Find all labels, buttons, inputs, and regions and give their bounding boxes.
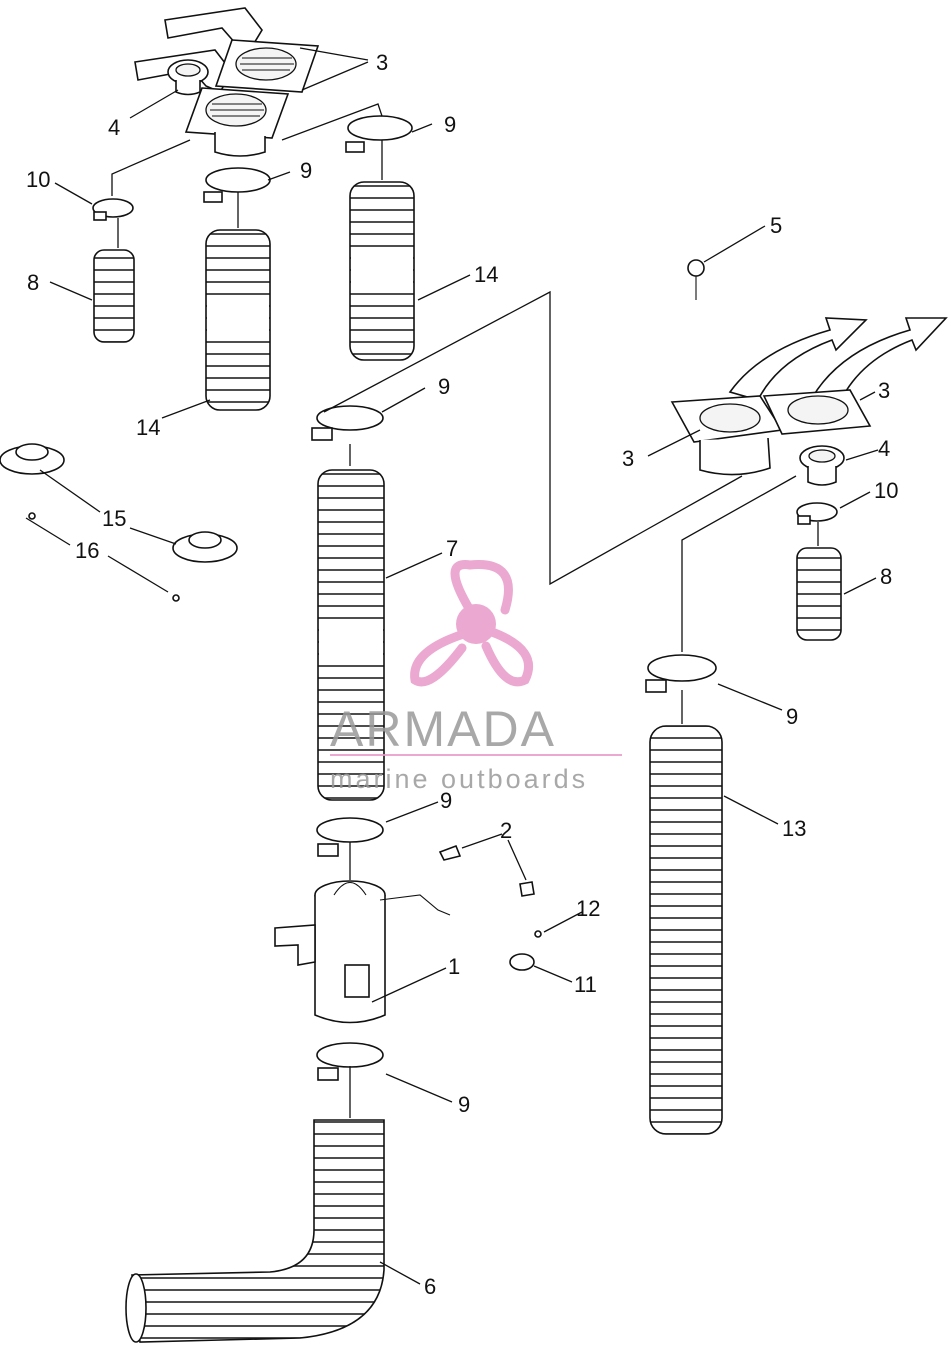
watermark-divider: [330, 754, 622, 756]
top-left-vent-assembly: [92, 7, 415, 411]
watermark-tagline: marine outboards: [330, 764, 588, 794]
center-column-assembly: [125, 405, 542, 1343]
grommet-group: [0, 443, 238, 602]
callout-9-lower: 9: [440, 788, 452, 813]
callout-10-right: 10: [874, 478, 898, 503]
callout-15: 15: [102, 506, 126, 531]
callout-9-bottom: 9: [458, 1092, 470, 1117]
callout-3-right: 3: [878, 378, 890, 403]
callout-labels: 3 4 9 9 10 8 14 14 9 15 16 7 5 3 3 4 10 …: [26, 50, 898, 1299]
callout-4-top: 4: [108, 115, 120, 140]
callout-10-left: 10: [26, 167, 50, 192]
callout-2: 2: [500, 818, 512, 843]
callout-1: 1: [448, 954, 460, 979]
callout-3-left: 3: [622, 446, 634, 471]
callout-11: 11: [574, 972, 597, 997]
propeller-hub-icon: [456, 604, 496, 644]
callout-5: 5: [770, 213, 782, 238]
callout-13: 13: [782, 816, 806, 841]
callout-3-top: 3: [376, 50, 388, 75]
leader-lines: [25, 47, 879, 1285]
watermark-brand: ARMADA: [330, 701, 556, 757]
callout-14-left: 14: [136, 415, 160, 440]
callout-14-right: 14: [474, 262, 498, 287]
propeller-logo-icon: [410, 560, 534, 687]
callout-12: 12: [576, 896, 600, 921]
callout-9-mid: 9: [438, 374, 450, 399]
callout-8-left: 8: [27, 270, 39, 295]
callout-9-top-right: 9: [444, 112, 456, 137]
callout-7: 7: [446, 536, 458, 561]
callout-8-right: 8: [880, 564, 892, 589]
callout-6: 6: [424, 1274, 436, 1299]
callout-9-top-left: 9: [300, 158, 312, 183]
callout-9-right: 9: [786, 704, 798, 729]
callout-4-right: 4: [878, 436, 890, 461]
callout-16: 16: [75, 538, 99, 563]
armada-watermark: ARMADA marine outboards: [330, 560, 622, 794]
right-vent-assembly: [645, 259, 948, 1135]
